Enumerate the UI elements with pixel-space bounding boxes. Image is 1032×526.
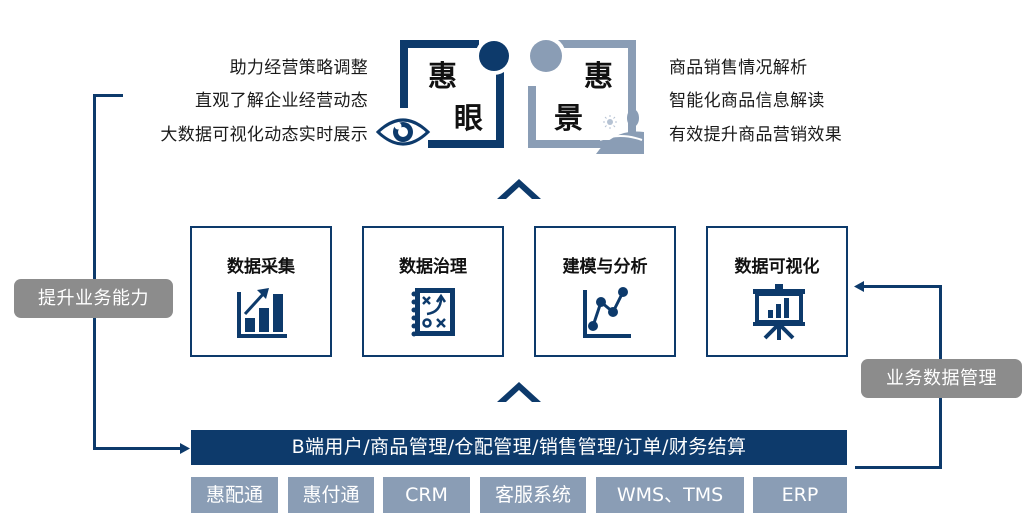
module-crm: CRM <box>383 477 470 513</box>
card-title: 数据可视化 <box>734 257 820 277</box>
module-customer-service: 客服系统 <box>480 477 586 513</box>
hui-yan-char-2: 眼 <box>454 101 484 135</box>
right-bracket-bottom <box>855 466 942 469</box>
left-bracket-bottom <box>93 447 181 450</box>
hui-yan-char-1: 惠 <box>428 59 458 93</box>
strategy-board-icon <box>411 288 455 337</box>
hui-jing-desc-3: 有效提升商品营销效果 <box>669 125 842 145</box>
bar-chart-growth-icon <box>237 288 287 338</box>
hui-yan-frame-icon <box>375 37 513 148</box>
card-data-visualization: 数据可视化 <box>706 226 848 357</box>
hui-jing-logo: 惠 景 <box>526 36 644 154</box>
chevron-up-icon <box>497 179 541 199</box>
line-chart-icon <box>583 287 631 338</box>
hui-jing-char-1: 惠 <box>584 59 614 93</box>
card-modeling-analysis: 建模与分析 <box>534 226 676 357</box>
right-bracket-top <box>862 285 942 288</box>
hui-jing-desc-2: 智能化商品信息解读 <box>669 91 825 111</box>
card-title: 建模与分析 <box>562 257 648 277</box>
hui-jing-desc-1: 商品销售情况解析 <box>669 58 808 78</box>
chevron-up-icon <box>497 382 541 402</box>
hui-yan-logo: 惠 眼 <box>375 36 514 154</box>
card-data-governance: 数据治理 <box>362 226 504 357</box>
card-title: 数据治理 <box>399 257 467 277</box>
card-data-collection: 数据采集 <box>190 226 332 357</box>
module-hui-pei-tong: 惠配通 <box>191 477 278 513</box>
presentation-board-icon <box>753 284 805 340</box>
left-bracket-top <box>93 94 123 97</box>
left-bracket-vertical <box>93 94 96 450</box>
module-hui-fu-tong: 惠付通 <box>288 477 374 513</box>
right-side-label: 业务数据管理 <box>861 359 1022 398</box>
hui-jing-char-2: 景 <box>554 101 584 135</box>
arrow-left-icon <box>854 281 864 292</box>
business-bar: B端用户/商品管理/仓配管理/销售管理/订单/财务结算 <box>191 430 847 465</box>
eye-icon <box>375 118 431 146</box>
hui-yan-desc-3: 大数据可视化动态实时展示 <box>160 125 368 145</box>
hui-jing-frame-icon <box>526 36 644 154</box>
arrow-right-icon <box>180 443 190 454</box>
card-title: 数据采集 <box>227 257 295 277</box>
module-erp: ERP <box>753 477 847 513</box>
left-side-label: 提升业务能力 <box>14 279 173 318</box>
module-wms-tms: WMS、TMS <box>596 477 744 513</box>
landscape-icon <box>596 109 644 154</box>
hui-yan-desc-2: 直观了解企业经营动态 <box>195 91 368 111</box>
hui-yan-desc-1: 助力经营策略调整 <box>229 58 368 78</box>
